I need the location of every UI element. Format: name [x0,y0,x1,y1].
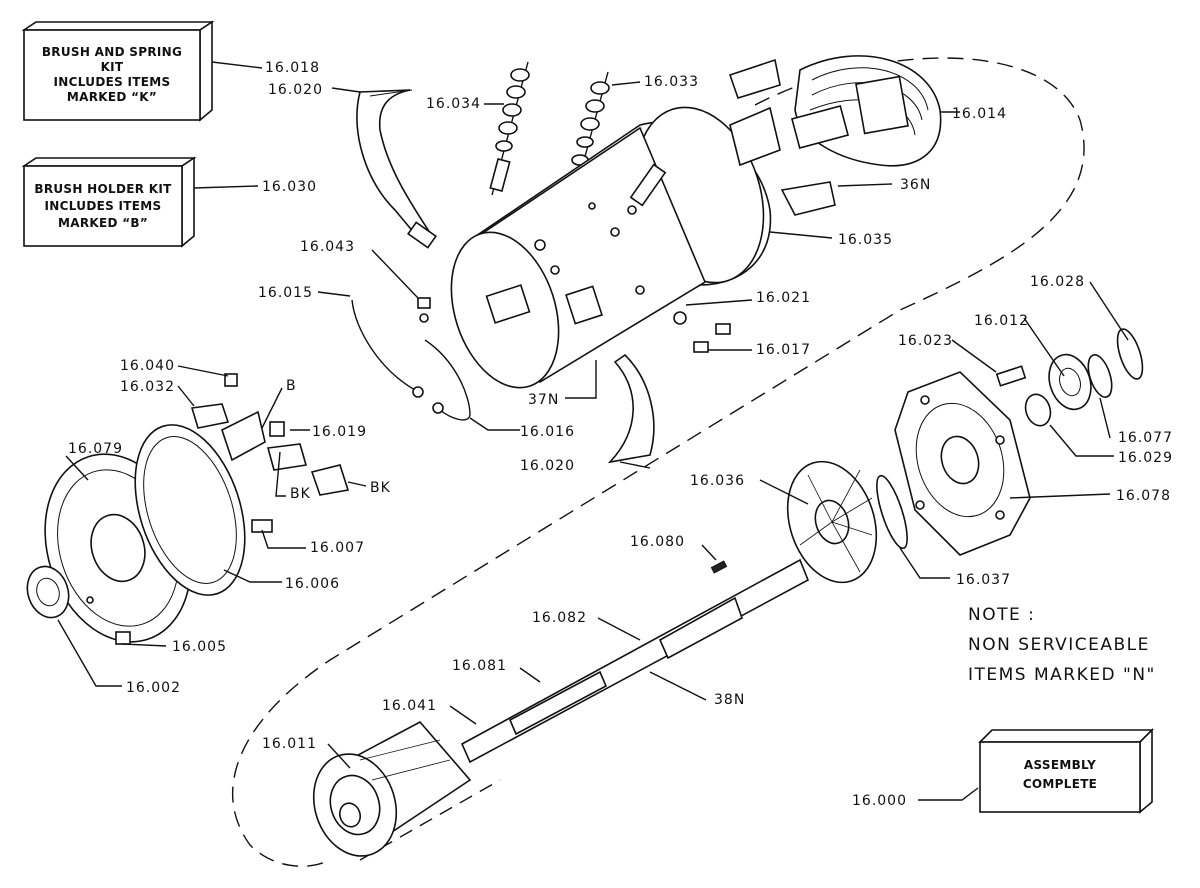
part-number-label: 16.014 [952,106,1007,122]
part-number-label: 16.020 [268,82,323,98]
kit-box-brush-holder: BRUSH HOLDER KIT INCLUDES ITEMS MARKED “… [21,156,197,248]
part-number-label: 16.030 [262,179,317,195]
leader-line [918,787,979,801]
connecting-cable [351,299,471,421]
part-number-label: 37N [528,392,559,408]
part-number-label: 38N [714,692,745,708]
part-number-label: 16.016 [520,424,575,440]
assembly-boundary [232,57,1085,867]
brush-strap-upper [356,89,437,249]
brush-strap-lower [607,353,655,464]
note-line: ITEMS MARKED "N" [968,665,1156,685]
screw-16-017 [693,323,731,353]
part-number-label: 16.078 [1116,488,1171,504]
part-number-label: 16.005 [172,639,227,655]
part-number-label: 16.007 [310,540,365,556]
part-number-label: B [286,378,297,394]
field-coil [790,55,942,167]
note-line: NOTE : [968,605,1035,625]
part-number-label: 16.006 [285,576,340,592]
washer-16-021 [673,311,687,325]
drive-end-frame [894,371,1031,556]
leader-line [211,61,263,69]
part-number-label: 16.012 [974,313,1029,329]
part-number-label: 16.034 [426,96,481,112]
part-number-label: 16.081 [452,658,507,674]
part-number-label: 16.023 [898,333,953,349]
part-number-label: 16.002 [126,680,181,696]
part-number-label: 16.040 [120,358,175,374]
pole-shoe-top [728,58,781,99]
part-number-label: 16.032 [120,379,175,395]
part-number-label: 16.035 [838,232,893,248]
brush-holder-assembly [190,373,350,496]
kit-box-line: BRUSH HOLDER KIT [34,182,172,196]
kit-box-line: MARKED “B” [58,216,148,230]
yoke-housing [450,106,772,389]
part-number-label: 16.015 [258,285,313,301]
part-number-label: 16.021 [756,290,811,306]
kit-box-line: KIT [101,60,124,74]
part-number-label: 16.028 [1030,274,1085,290]
cooling-fan [786,460,878,584]
kit-box-line: INCLUDES ITEMS [54,75,171,89]
part-number-label: 16.000 [852,793,907,809]
circlip-16-037 [876,474,908,550]
assembly-box-line: ASSEMBLY [1024,758,1096,772]
armature-shaft [460,558,810,764]
note-line: NON SERVICEABLE [968,635,1150,655]
commutator-end-bearing [26,565,70,619]
circlip-16-028 [1116,328,1144,380]
part-number-label: 16.077 [1118,430,1173,446]
kit-box-brush-spring: BRUSH AND SPRING KIT INCLUDES ITEMS MARK… [21,20,215,122]
bearing-16-029 [1024,393,1052,427]
part-number-label: 16.041 [382,698,437,714]
kit-box-line: MARKED “K” [67,90,157,104]
assembly-complete-box: ASSEMBLY COMPLETE [978,728,1154,814]
part-number-label: 16.018 [265,60,320,76]
part-number-label: 36N [900,177,931,193]
part-number-label: 16.079 [68,441,123,457]
end-frame-gasket [134,424,246,596]
part-number-label: 16.017 [756,342,811,358]
part-number-label: 16.011 [262,736,317,752]
pole-shoe-middle [729,106,781,167]
kit-box-line: BRUSH AND SPRING [42,45,182,59]
part-number-label: BK [370,480,391,496]
part-number-label: 16.037 [956,572,1011,588]
part-number-label: 16.036 [690,473,745,489]
part-number-label: 16.033 [644,74,699,90]
leader-lines [57,81,1129,769]
part-number-label: 16.082 [532,610,587,626]
pole-shoe-bottom [780,181,836,216]
screw-16-023 [995,365,1027,387]
circlip-16-077 [1087,354,1113,398]
screw-16-005 [115,631,131,645]
screw-16-043 [417,297,431,323]
spring-stack-left [489,61,530,196]
part-number-label: 16.020 [520,458,575,474]
assembly-box-line: COMPLETE [1023,777,1097,791]
kit-box-line: INCLUDES ITEMS [45,199,162,213]
armature-core [312,720,472,857]
part-number-label: 16.080 [630,534,685,550]
part-number-label: 16.019 [312,424,367,440]
leader-line [193,185,259,189]
part-number-label: 16.029 [1118,450,1173,466]
callout-labels: 16.020 16.034 16.033 16.014 36N 16.035 1… [68,74,1173,752]
part-number-label: BK [290,486,311,502]
part-number-label: 16.043 [300,239,355,255]
